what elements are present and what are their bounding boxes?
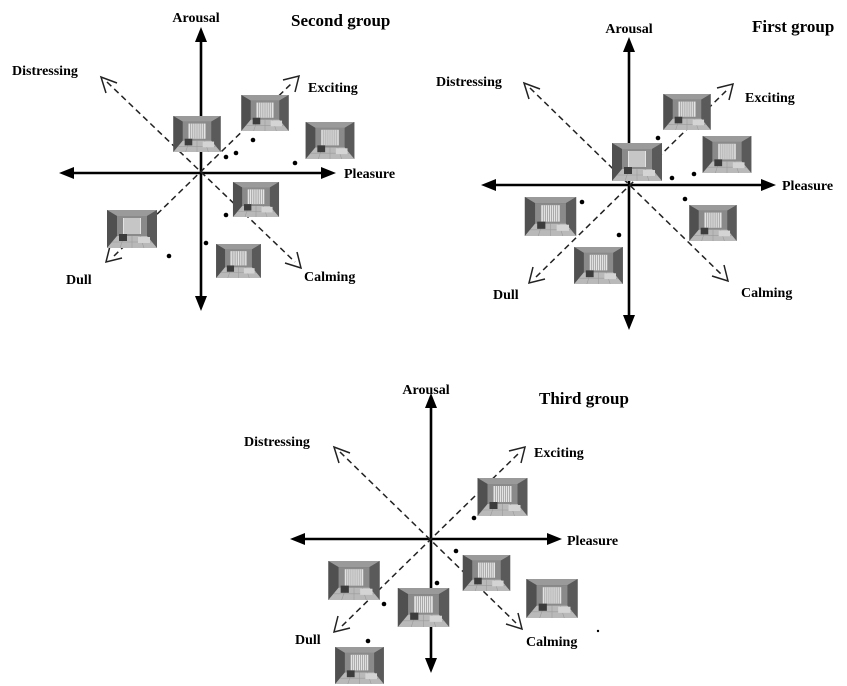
arousal-arrow-down xyxy=(623,315,635,330)
room-thumbnail-icon xyxy=(611,143,663,181)
pleasure-arrow-left xyxy=(481,179,496,191)
pleasure-label: Pleasure xyxy=(344,167,395,182)
rating-dot xyxy=(292,160,298,166)
pleasure-arrow xyxy=(547,533,562,545)
first-group-diagram: First group Arousal Pleasure Distressing… xyxy=(436,17,834,330)
calming-arrow xyxy=(711,264,730,283)
pleasure-arrow xyxy=(321,167,336,179)
pleasure-label: Pleasure xyxy=(782,179,833,194)
dull-arrow xyxy=(332,615,351,634)
calming-label: Calming xyxy=(526,635,577,650)
room-thumbnail-icon xyxy=(397,588,450,627)
exciting-label: Exciting xyxy=(308,81,358,96)
arousal-arrow-down xyxy=(195,296,207,311)
dull-label: Dull xyxy=(493,288,519,303)
room-thumbnail-icon xyxy=(106,210,158,248)
calming-arrow xyxy=(284,251,303,270)
group-title: Third group xyxy=(539,389,629,408)
distressing-label: Distressing xyxy=(12,64,78,79)
dull-arrow xyxy=(527,266,546,285)
rating-dot xyxy=(381,601,387,607)
distressing-label: Distressing xyxy=(436,75,502,90)
group-title: Second group xyxy=(291,11,390,30)
rating-dot xyxy=(223,212,229,218)
room-thumbnail-icon xyxy=(688,205,738,241)
room-thumbnail-icon xyxy=(327,561,381,600)
exciting-arrow xyxy=(508,445,527,464)
room-thumbnail-icon xyxy=(702,136,752,173)
pleasure-arrow-left xyxy=(59,167,74,179)
room-thumbnail-icon xyxy=(232,182,280,217)
distress-calm-axis xyxy=(529,87,723,276)
room-thumbnail-icon xyxy=(240,95,290,131)
pleasure-arrow xyxy=(761,179,776,191)
exciting-arrow xyxy=(282,74,301,93)
arousal-label: Arousal xyxy=(605,22,652,37)
room-thumbnail-icon xyxy=(172,116,222,152)
room-thumbnail-icon xyxy=(662,94,712,130)
arousal-arrow xyxy=(195,27,207,42)
pleasure-arrow-left xyxy=(290,533,305,545)
distressing-arrow xyxy=(522,81,541,100)
rating-dot xyxy=(233,150,239,156)
pleasure-label: Pleasure xyxy=(567,534,618,549)
distressing-label: Distressing xyxy=(244,435,310,450)
rating-dot xyxy=(223,154,229,160)
arousal-arrow xyxy=(425,393,437,408)
room-thumbnail-icon xyxy=(462,555,511,591)
exciting-arrow xyxy=(716,82,735,101)
arousal-arrow xyxy=(623,37,635,52)
rating-dot xyxy=(616,232,622,238)
arousal-label: Arousal xyxy=(172,11,219,26)
rating-dot xyxy=(453,548,459,554)
exciting-label: Exciting xyxy=(745,91,795,106)
room-thumbnail-icon xyxy=(215,244,262,278)
room-thumbnail-icon xyxy=(334,647,385,684)
arousal-label: Arousal xyxy=(402,383,449,398)
calming-label: Calming xyxy=(741,286,792,301)
room-thumbnail-icon xyxy=(476,478,529,516)
dull-label: Dull xyxy=(66,273,92,288)
rating-dot xyxy=(596,629,600,633)
dull-arrow xyxy=(104,245,123,264)
group-title: First group xyxy=(752,17,834,36)
rating-dot xyxy=(250,137,256,143)
calming-arrow xyxy=(505,612,524,631)
distressing-arrow xyxy=(99,75,118,94)
calming-label: Calming xyxy=(304,270,355,285)
room-thumbnail-icon xyxy=(525,579,579,618)
rating-dot xyxy=(434,580,440,586)
distress-calm-axis xyxy=(339,451,517,624)
rating-dot xyxy=(691,171,697,177)
rating-dot xyxy=(579,199,585,205)
exciting-label: Exciting xyxy=(534,446,584,461)
room-thumbnail-icon xyxy=(524,197,577,236)
second-group-diagram: Second group Arousal Pleasure Distressin… xyxy=(12,11,395,311)
room-thumbnail-icon xyxy=(573,247,624,284)
arousal-arrow-down xyxy=(425,658,437,673)
rating-dot xyxy=(669,175,675,181)
rating-dot xyxy=(655,135,661,141)
dull-label: Dull xyxy=(295,633,321,648)
rating-dot xyxy=(471,515,477,521)
room-thumbnail-icon xyxy=(305,122,355,159)
rating-dot xyxy=(203,240,209,246)
rating-dot xyxy=(682,196,688,202)
third-group-diagram: Third group Arousal Pleasure Distressing… xyxy=(244,383,629,684)
rating-dot xyxy=(166,253,172,259)
distressing-arrow xyxy=(332,445,351,464)
rating-dot xyxy=(365,638,371,644)
